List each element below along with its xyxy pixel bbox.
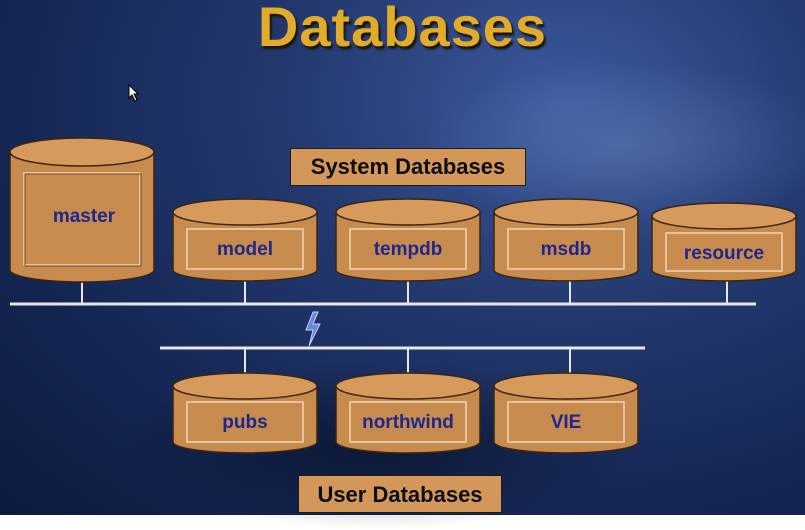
db-cylinder-master[interactable]: master bbox=[9, 137, 155, 283]
db-cylinder-tempdb[interactable]: tempdb bbox=[335, 198, 481, 282]
db-label-pubs: pubs bbox=[222, 412, 267, 433]
db-label-msdb: msdb bbox=[541, 239, 592, 260]
db-label-tempdb: tempdb bbox=[374, 239, 443, 260]
db-cylinder-pubs[interactable]: pubs bbox=[172, 372, 318, 454]
system-databases-label: System Databases bbox=[290, 148, 526, 186]
mouse-cursor-icon bbox=[128, 84, 140, 102]
db-label-northwind: northwind bbox=[362, 412, 454, 433]
db-cylinder-northwind[interactable]: northwind bbox=[335, 372, 481, 454]
db-label-model: model bbox=[217, 239, 273, 260]
db-cylinder-vie[interactable]: VIE bbox=[493, 372, 639, 454]
db-label-vie: VIE bbox=[551, 412, 582, 433]
db-label-master: master bbox=[53, 206, 116, 227]
db-cylinder-msdb[interactable]: msdb bbox=[493, 198, 639, 282]
database-diagram: master model tempdb msdb resource pubs bbox=[9, 137, 797, 454]
db-label-resource: resource bbox=[684, 243, 764, 264]
lightning-bolt-icon bbox=[305, 311, 321, 347]
page-title: Databases bbox=[257, 0, 548, 58]
db-cylinder-model[interactable]: model bbox=[172, 198, 318, 282]
user-databases-label: User Databases bbox=[298, 475, 502, 513]
db-cylinder-resource[interactable]: resource bbox=[651, 202, 797, 282]
